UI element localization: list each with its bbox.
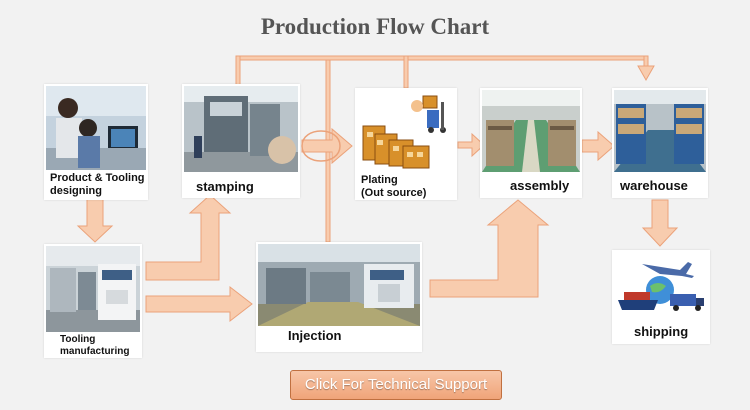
label-shipping: shipping bbox=[634, 324, 689, 339]
label-plating: Plating bbox=[361, 174, 398, 186]
arrow-tooling-to-injection bbox=[145, 285, 253, 323]
arrow-warehouse-to-shipping bbox=[641, 199, 679, 247]
stamping-photo bbox=[184, 86, 298, 172]
tooling-photo bbox=[46, 246, 140, 332]
injection-photo bbox=[258, 244, 420, 326]
design-photo bbox=[46, 86, 146, 170]
arrow-assembly-to-warehouse bbox=[581, 130, 615, 162]
step-injection: Injection bbox=[256, 242, 422, 352]
step-assembly: assembly bbox=[480, 88, 582, 198]
step-design: Product & Tooling designing bbox=[44, 84, 148, 200]
label-tooling: Tooling manufacturing bbox=[60, 334, 130, 357]
step-stamping: stamping bbox=[182, 84, 300, 198]
arrow-tooling-to-stamping bbox=[145, 194, 232, 281]
label-design: Product & Tooling designing bbox=[50, 172, 145, 197]
step-shipping: shipping bbox=[612, 250, 710, 344]
arrow-design-to-tooling bbox=[76, 197, 114, 243]
merge-swirl bbox=[301, 130, 341, 162]
label-stamping: stamping bbox=[196, 179, 254, 194]
arrow-plating-to-assembly bbox=[457, 132, 485, 158]
label-plating-source: (Out source) bbox=[361, 187, 427, 199]
top-feedback-line bbox=[235, 55, 647, 61]
label-injection: Injection bbox=[288, 328, 342, 343]
technical-support-button[interactable]: Click For Technical Support bbox=[290, 370, 502, 400]
label-warehouse: warehouse bbox=[620, 178, 688, 193]
warehouse-photo bbox=[614, 90, 706, 172]
top-line-arrow-head bbox=[637, 65, 655, 82]
step-tooling: Tooling manufacturing bbox=[44, 244, 142, 358]
top-line-drop-plating bbox=[403, 55, 409, 89]
page-title: Production Flow Chart bbox=[260, 14, 490, 39]
arrow-to-plating bbox=[301, 127, 353, 165]
step-warehouse: warehouse bbox=[612, 88, 708, 198]
assembly-photo bbox=[482, 90, 580, 172]
step-plating: Plating (Out source) bbox=[355, 88, 457, 200]
plating-illustration bbox=[357, 90, 455, 172]
arrow-injection-to-assembly bbox=[429, 199, 550, 298]
label-assembly: assembly bbox=[510, 178, 570, 193]
top-line-drop-stamping bbox=[235, 55, 241, 87]
shipping-illustration bbox=[614, 252, 708, 318]
